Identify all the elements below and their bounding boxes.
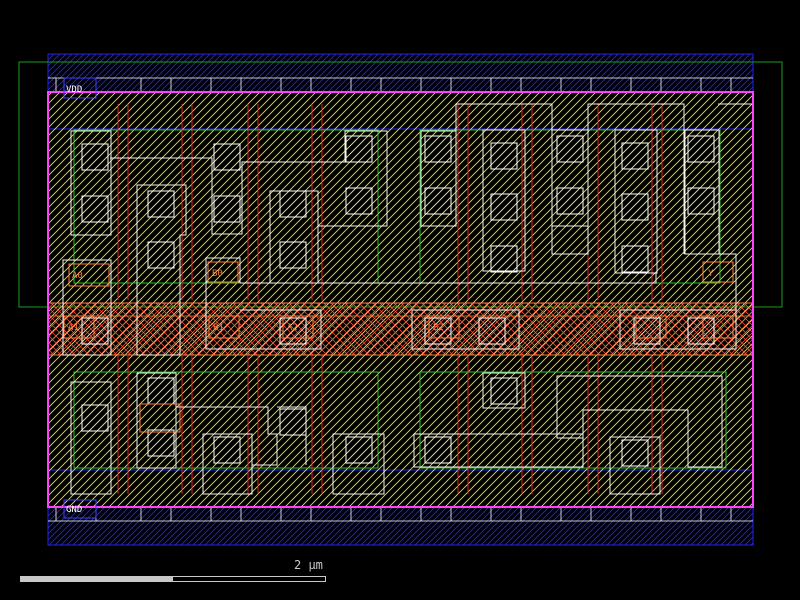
poly-gates: [117, 104, 663, 494]
cell-boundary: [47, 91, 754, 508]
gnd-label-box: GND: [63, 499, 97, 519]
pin-markers: [63, 261, 734, 433]
scale-bar: 2 µm: [20, 558, 330, 588]
scale-bar-fill: [21, 577, 173, 581]
scale-bar-label: 2 µm: [294, 558, 323, 572]
vdd-label-box: VDD: [63, 77, 97, 99]
pin-label-b1: B1: [213, 323, 224, 333]
pin-label-a0: A0: [72, 271, 83, 281]
metal2-rails: [47, 53, 754, 546]
contacts: [81, 135, 715, 467]
rail-taps: [48, 77, 753, 522]
pin-label-y: Y: [708, 269, 714, 279]
gnd-label: GND: [66, 505, 82, 515]
pin-label-a2: A2: [287, 323, 298, 333]
metal1-shapes: [62, 103, 752, 495]
pin-label-a1: A1: [68, 323, 79, 333]
pin-label-b0: B0: [212, 269, 223, 279]
vdd-label: VDD: [66, 85, 82, 95]
scale-bar-frame: [20, 576, 326, 582]
pin-label-b2: B2: [433, 323, 444, 333]
